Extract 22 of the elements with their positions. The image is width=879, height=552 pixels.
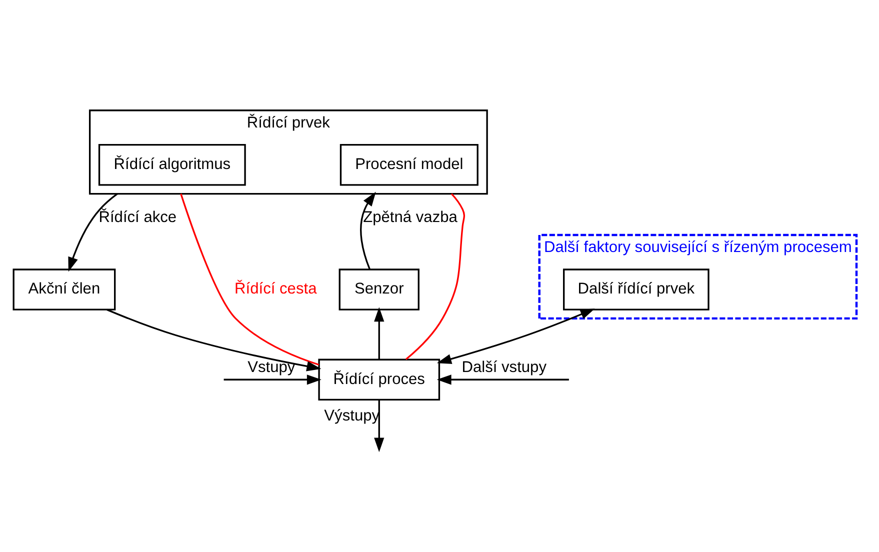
edge-label: Zpětná vazba — [363, 208, 458, 226]
edge-label: Řídící akce — [98, 208, 177, 226]
node-box: Řídící proces — [318, 358, 440, 400]
node-box: Řídící algoritmus — [98, 144, 246, 186]
arrow — [374, 400, 384, 452]
node-box: Akční člen — [12, 268, 116, 310]
arrow — [106, 308, 322, 372]
edge-label: Řídící cesta — [234, 280, 317, 298]
edge-label: Vstupy — [248, 359, 296, 376]
connector — [180, 194, 320, 366]
arrow — [68, 193, 118, 272]
node-box: Procesní model — [340, 144, 478, 186]
node-box: Další řídící prvek — [563, 268, 710, 310]
connector — [405, 193, 466, 360]
edge-label: Další vstupy — [462, 359, 546, 376]
arrow — [224, 374, 322, 385]
arrow — [360, 192, 376, 270]
arrow — [436, 374, 569, 385]
arrow — [436, 308, 595, 364]
arrow — [374, 307, 384, 360]
node-box: Senzor — [338, 268, 420, 310]
edge-label: Výstupy — [324, 408, 380, 425]
